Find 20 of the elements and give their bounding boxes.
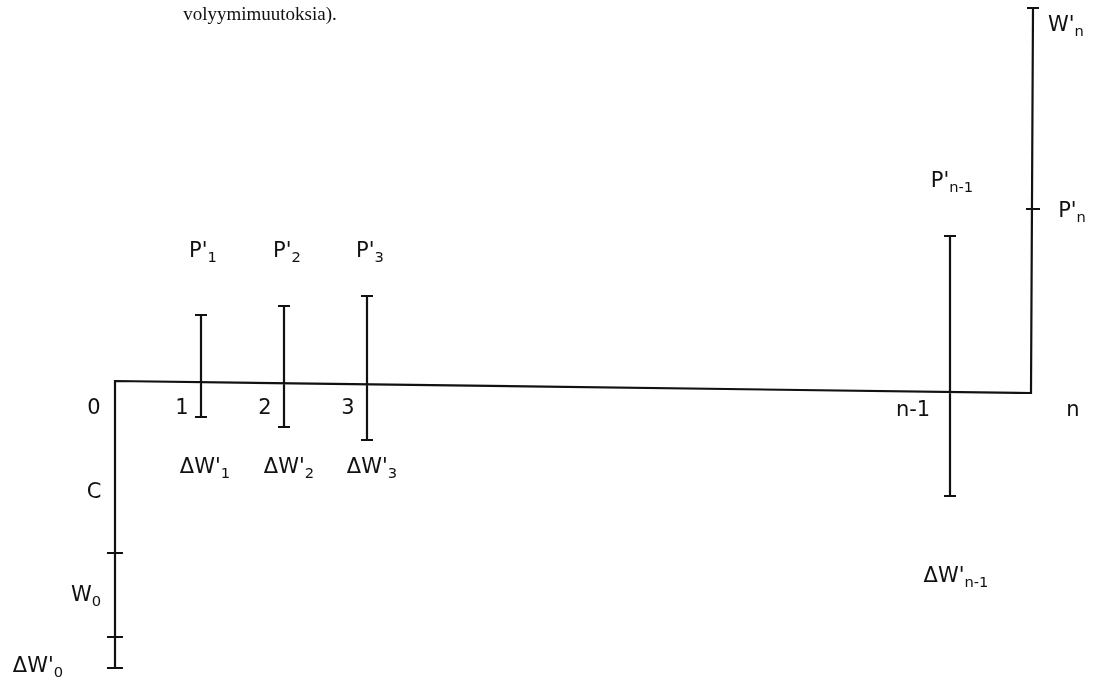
value-label: ΔW'$_{0}$	[12, 653, 64, 681]
period-label: 0	[87, 396, 101, 420]
value-label: W$_{0}$	[70, 582, 102, 610]
value-label: ΔW'$_{1}$	[179, 454, 231, 482]
value-label: ΔW'$_{2}$	[263, 454, 315, 482]
value-label: P'$_{n}$	[1058, 198, 1086, 226]
period-label: 1	[175, 396, 189, 420]
period-label: n	[1066, 398, 1080, 422]
value-label: P'$_{3}$	[356, 238, 384, 266]
value-label: P'$_{1}$	[189, 238, 217, 266]
value-label: ΔW'$_{n-1}$	[923, 563, 989, 591]
value-label: C	[86, 480, 102, 504]
period-label: n-1	[895, 398, 931, 422]
sentence-fragment: volyymimuutoksia).	[183, 3, 337, 25]
value-label: W'$_{n}$	[1048, 12, 1084, 40]
value-label: P'$_{n-1}$	[930, 168, 974, 196]
value-label: P'$_{2}$	[273, 238, 301, 266]
period-label: 3	[341, 396, 355, 420]
period-label: 2	[258, 396, 272, 420]
value-label: ΔW'$_{3}$	[346, 454, 398, 482]
